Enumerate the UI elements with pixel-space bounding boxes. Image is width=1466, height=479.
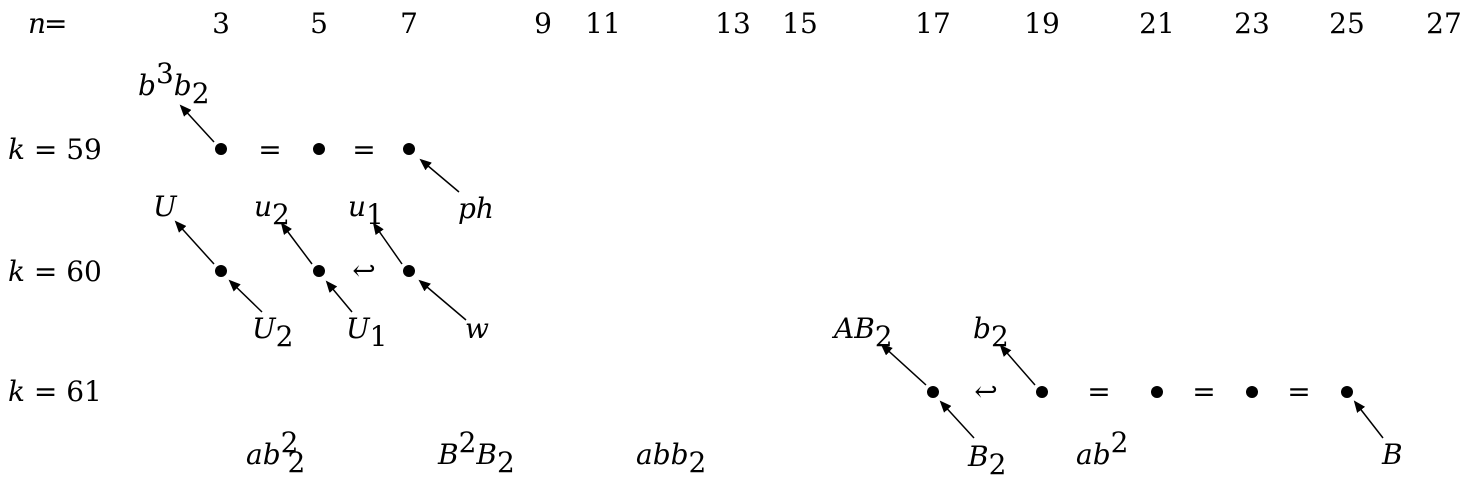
equals-sign: =: [258, 133, 281, 166]
label-abb2: abb2: [636, 438, 706, 479]
dot-k61-n19: [1036, 386, 1048, 398]
equals-sign: =: [1087, 375, 1110, 408]
column-number: 21: [1139, 7, 1175, 40]
label-ph: ph: [458, 192, 494, 225]
n-label-eq: =: [44, 7, 67, 40]
column-number: 15: [782, 7, 818, 40]
column-number: 13: [715, 7, 751, 40]
arrow-to-b2: [999, 344, 1036, 386]
row-label-k61: k = 61: [8, 375, 102, 408]
arrow-to-b3b2: [179, 104, 215, 143]
column-number: 17: [915, 7, 951, 40]
column-number: 25: [1329, 7, 1365, 40]
label-b2: b2: [973, 312, 1009, 353]
arrow-to-U: [174, 220, 215, 265]
label-U: U: [153, 190, 178, 223]
dot-k59-n5: [313, 143, 325, 155]
equals-sign: =: [1192, 375, 1215, 408]
label-b3b2: b3b2: [138, 57, 210, 110]
column-number: 9: [534, 7, 552, 40]
arrow-from-U1: [325, 280, 353, 313]
label-w: w: [465, 312, 489, 345]
row-k60: U u2 u1 ↩ U2 U1 w: [153, 190, 489, 353]
label-u1: u1: [348, 190, 384, 231]
dot-k59-n7: [403, 143, 415, 155]
column-number: 27: [1426, 7, 1462, 40]
column-number: 5: [310, 7, 328, 40]
dot-k59-n3: [215, 143, 227, 155]
dot-k60-n3: [215, 265, 227, 277]
label-U2: U2: [252, 312, 293, 353]
label-ab2: ab2: [1076, 426, 1128, 471]
arrow-to-AB2: [880, 343, 927, 386]
label-B2: B2: [967, 440, 1006, 479]
label-u2: u2: [254, 190, 290, 231]
arrow-from-w: [418, 279, 467, 321]
column-number: 23: [1234, 7, 1270, 40]
dot-k61-n25: [1341, 386, 1353, 398]
row-labels: k = 59 k = 60 k = 61: [8, 133, 102, 408]
column-number: 3: [212, 7, 230, 40]
label-B2B2: B2B2: [437, 426, 515, 479]
dot-k60-n7: [403, 265, 415, 277]
equals-sign: =: [1287, 375, 1310, 408]
equals-sign: =: [352, 133, 375, 166]
dot-k60-n5: [313, 265, 325, 277]
column-header: n = 3 5 7 9 11 13 15 17 19 21 23 25 27: [28, 7, 1462, 40]
row-k59: = = b3b2 ph: [138, 57, 494, 225]
hook-arrow: ↩: [974, 375, 997, 408]
label-B: B: [1381, 438, 1403, 471]
column-number: 7: [400, 7, 418, 40]
dot-k61-n17: [927, 386, 939, 398]
dot-k61-n21: [1151, 386, 1163, 398]
arrow-to-u2: [280, 222, 313, 265]
arrow-from-B: [1353, 400, 1384, 439]
n-label-var: n: [28, 7, 46, 40]
row-k61: AB2 b2 ↩ = = = B2 B: [831, 312, 1403, 479]
arrow-from-ph: [419, 158, 460, 193]
column-number: 11: [585, 7, 621, 40]
label-U1: U1: [346, 312, 387, 353]
arrow-to-u1: [372, 222, 403, 265]
dot-k61-n23: [1246, 386, 1258, 398]
arrow-from-U2: [228, 279, 263, 313]
row-label-k59: k = 59: [8, 133, 102, 166]
row-label-k60: k = 60: [8, 255, 102, 288]
hook-arrow: ↩: [352, 254, 375, 287]
arrow-from-B2: [939, 400, 975, 439]
column-number: 19: [1024, 7, 1060, 40]
